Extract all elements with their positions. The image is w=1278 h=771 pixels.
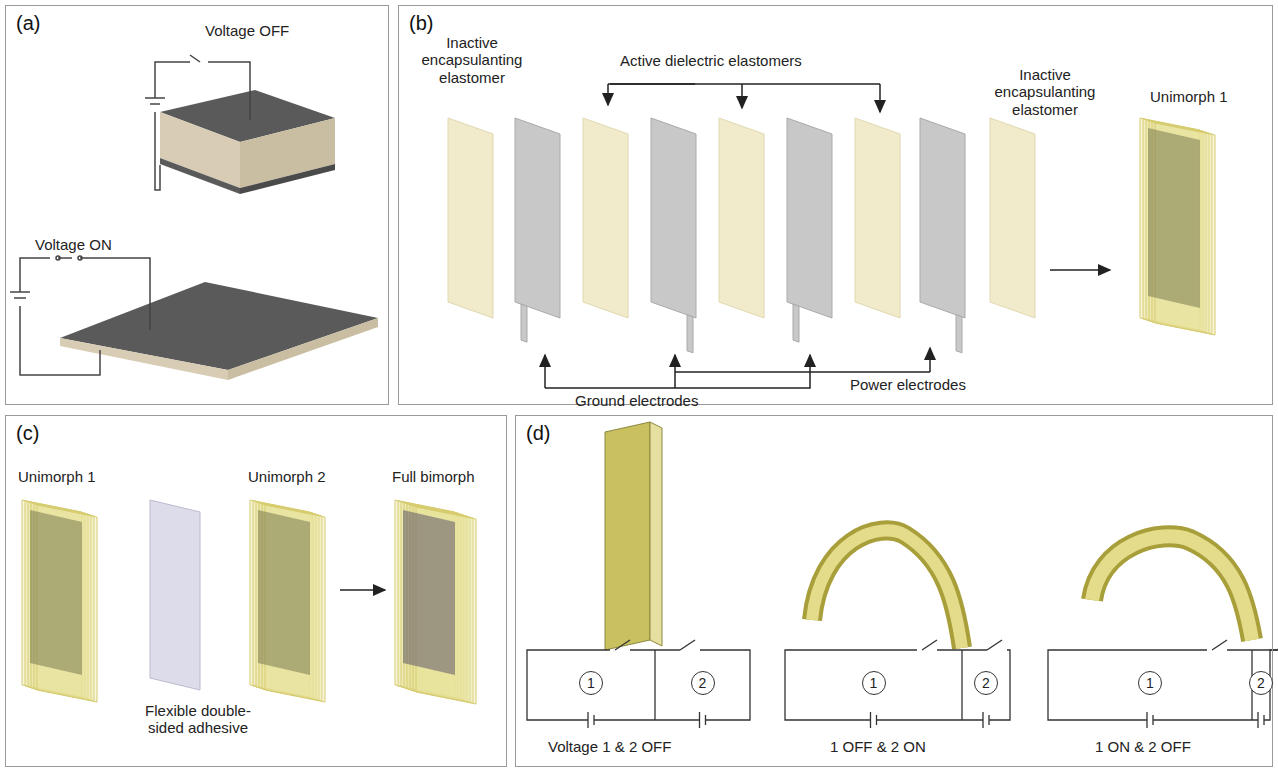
- stroke: [654, 650, 655, 720]
- electrode-tab: [687, 315, 693, 353]
- unimorph-stacks: [22, 118, 1215, 704]
- part-label: Inactive encapsulanting elastomer: [412, 34, 532, 86]
- part-label: Inactive encapsulanting elastomer: [985, 66, 1105, 118]
- stroke: [922, 640, 937, 650]
- stroke: [785, 650, 917, 700]
- electrode-area: [403, 510, 455, 675]
- elastomer-sheet: [448, 118, 493, 318]
- callout-number: 1: [587, 675, 595, 691]
- elastomer-sheet: [990, 118, 1035, 318]
- part-label: Unimorph 1: [18, 468, 96, 485]
- switch-circuits: [527, 640, 1278, 728]
- electrode-tab: [521, 304, 527, 342]
- callout-number: 2: [982, 675, 990, 691]
- elastomer-sheet: [583, 118, 628, 318]
- stroke: [785, 700, 1010, 720]
- elastomer-sheet: [719, 118, 764, 318]
- stroke: [1007, 650, 1010, 700]
- stroke: [961, 650, 962, 720]
- stroke: [527, 700, 750, 720]
- stroke: [987, 640, 1002, 650]
- part-label: Unimorph 1: [1150, 88, 1228, 105]
- circled-number: 2: [691, 671, 715, 695]
- panel-letter: (a): [16, 12, 40, 35]
- part-label: 1 OFF & 2 ON: [830, 738, 926, 755]
- part-label: Unimorph 2: [248, 468, 326, 485]
- callout-number: 1: [1146, 675, 1154, 691]
- electrode-area: [30, 510, 82, 675]
- panel-letter: (d): [526, 422, 550, 445]
- stroke: [588, 712, 706, 728]
- panel-frame: (a): [5, 5, 389, 405]
- circled-number: 2: [974, 671, 998, 695]
- layer-stack: [448, 118, 1035, 353]
- electrode-sheet: [920, 118, 965, 318]
- stroke: [1147, 712, 1264, 728]
- circled-number: 1: [579, 671, 603, 695]
- electrode-sheet: [787, 118, 832, 318]
- electrode-area: [1148, 128, 1200, 308]
- stroke: [527, 650, 610, 700]
- panel-frame: (b): [398, 5, 1273, 405]
- part-label: Flexible double-sided adhesive: [128, 702, 268, 737]
- panel-frame: (d) 1 2 1 2 1 2: [515, 415, 1273, 767]
- stroke: [1277, 640, 1278, 650]
- stroke: [588, 683, 700, 712]
- circuit-on: [10, 256, 150, 375]
- circuit-off: [145, 55, 250, 190]
- stroke: [615, 640, 630, 650]
- part-label: Ground electrodes: [575, 392, 698, 409]
- stroke: [1270, 650, 1278, 700]
- part-label: Voltage ON: [35, 236, 112, 253]
- callout-number: 2: [1257, 675, 1265, 691]
- stroke: [1212, 640, 1227, 650]
- electrode-sheet: [651, 118, 696, 318]
- stroke: [871, 683, 984, 712]
- adhesive-layer: [150, 500, 200, 690]
- thick-actuator: [160, 90, 335, 194]
- circled-number: 2: [1249, 671, 1273, 695]
- part-label: Voltage 1 & 2 OFF: [548, 738, 671, 755]
- part-label: Voltage OFF: [205, 22, 289, 39]
- actuator-states: [605, 422, 1252, 650]
- elastomer-sheet: [855, 118, 900, 318]
- part-label: Full bimorph: [392, 468, 475, 485]
- stroke: [1048, 650, 1207, 700]
- callout-number: 2: [699, 675, 707, 691]
- stroke: [1048, 700, 1270, 720]
- panel-letter: (b): [409, 12, 433, 35]
- electrode-tab: [956, 315, 962, 353]
- part-label: Active dielectric elastomers: [620, 52, 802, 69]
- circled-number: 1: [862, 671, 886, 695]
- panel-letter: (c): [16, 422, 39, 445]
- electrode-tab: [793, 304, 799, 342]
- part-label: 1 ON & 2 OFF: [1095, 738, 1191, 755]
- panel-frame: (c): [5, 415, 507, 767]
- callout-number: 1: [870, 675, 878, 691]
- circled-number: 1: [1138, 671, 1162, 695]
- electrode-area: [258, 510, 310, 675]
- stroke: [871, 712, 990, 728]
- electrode-sheet: [515, 118, 560, 318]
- part-label: Power electrodes: [850, 376, 966, 393]
- stroke: [1147, 683, 1258, 712]
- thin-actuator: [60, 282, 378, 380]
- stroke: [680, 640, 695, 650]
